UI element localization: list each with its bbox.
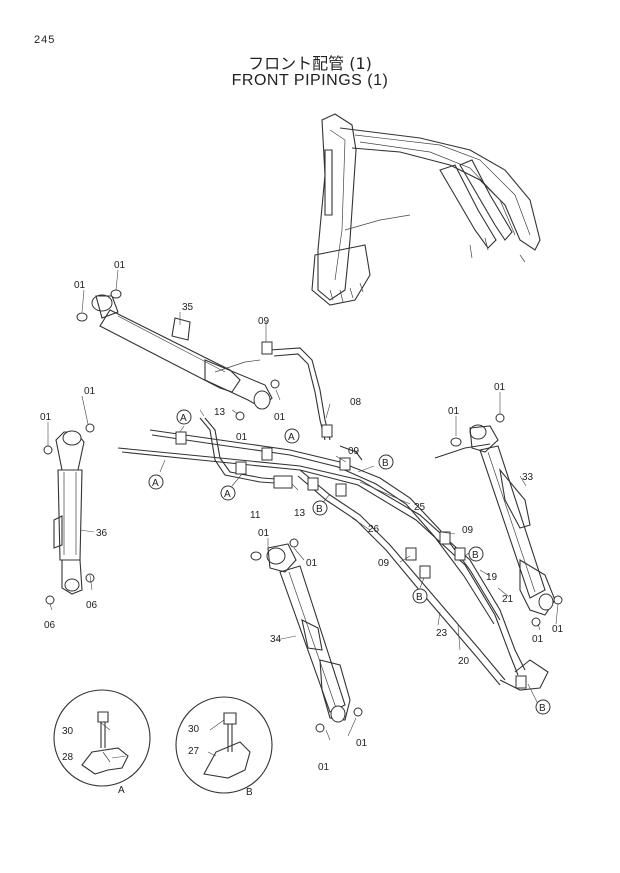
label-25: 25 [414, 502, 426, 513]
part-36-cylinder [43, 423, 95, 605]
label-34: 34 [270, 634, 282, 645]
label-01: 01 [532, 634, 544, 645]
leader-lines [47, 269, 559, 759]
label-01: 01 [274, 412, 286, 423]
label-13: 13 [214, 407, 226, 418]
ref-circle-a [176, 409, 192, 425]
label-21: 21 [502, 594, 514, 605]
label-09: 09 [462, 525, 474, 536]
label-01: 01 [318, 762, 330, 773]
label-11: 11 [250, 510, 261, 521]
label-01: 01 [306, 558, 318, 569]
label-01: 01 [236, 432, 248, 443]
part-33-bucket-cylinder [450, 413, 563, 627]
label-01: 01 [494, 382, 506, 393]
detail-a-label-30: 30 [62, 726, 74, 737]
detail-b-label-30: 30 [188, 724, 200, 735]
label-09: 09 [258, 316, 270, 327]
label-01: 01 [356, 738, 368, 749]
label-a: A [288, 432, 295, 443]
label-35: 35 [182, 302, 194, 313]
label-36: 36 [96, 528, 108, 539]
label-a: A [224, 489, 231, 500]
part-34-boom-cylinder [250, 538, 363, 733]
label-09: 09 [348, 446, 360, 457]
label-01: 01 [552, 624, 564, 635]
detail-a-label-28: 28 [62, 752, 74, 763]
excavator-overview-drawing [311, 113, 541, 306]
label-b: B [416, 592, 423, 603]
ref-circle-b [378, 454, 394, 470]
label-01: 01 [84, 386, 96, 397]
label-06: 06 [44, 620, 56, 631]
hose-and-pipe-assembly [117, 341, 549, 691]
ref-circle-a [284, 428, 300, 444]
detail-view-a [53, 689, 151, 787]
ref-circle-a [148, 474, 164, 490]
label-b: B [382, 458, 389, 469]
page-number: 245 [34, 34, 56, 46]
ref-circle-b [312, 500, 328, 516]
ref-circle-b [468, 546, 484, 562]
label-19: 19 [486, 572, 498, 583]
label-01: 01 [40, 412, 52, 423]
label-b: B [316, 504, 323, 515]
label-b: B [472, 550, 479, 561]
ref-circle-b [412, 588, 428, 604]
label-01: 01 [74, 280, 86, 291]
page-title-japanese: フロント配管 (1) [248, 54, 372, 73]
label-01: 01 [448, 406, 460, 417]
label-b: B [539, 703, 546, 714]
label-23: 23 [436, 628, 448, 639]
detail-view-b [175, 696, 273, 794]
detail-a-caption: A [118, 785, 125, 796]
label-01: 01 [114, 260, 126, 271]
label-08: 08 [350, 397, 362, 408]
detail-b-caption: B [246, 787, 253, 798]
ref-circle-a [220, 485, 236, 501]
ref-circle-b [535, 699, 551, 715]
label-33: 33 [522, 472, 534, 483]
part-labels: 01 01 35 09 08 13 01 01 01 01 36 06 06 A… [40, 260, 564, 798]
label-a: A [152, 478, 159, 489]
part-35-arm-cylinder [76, 289, 280, 421]
page-title-english: FRONT PIPINGS (1) [231, 72, 389, 89]
label-26: 26 [368, 524, 380, 535]
label-13: 13 [294, 508, 306, 519]
label-06: 06 [86, 600, 98, 611]
label-20: 20 [458, 656, 470, 667]
label-09: 09 [378, 558, 390, 569]
detail-b-label-27: 27 [188, 746, 200, 757]
label-01: 01 [258, 528, 270, 539]
label-a: A [180, 413, 187, 424]
